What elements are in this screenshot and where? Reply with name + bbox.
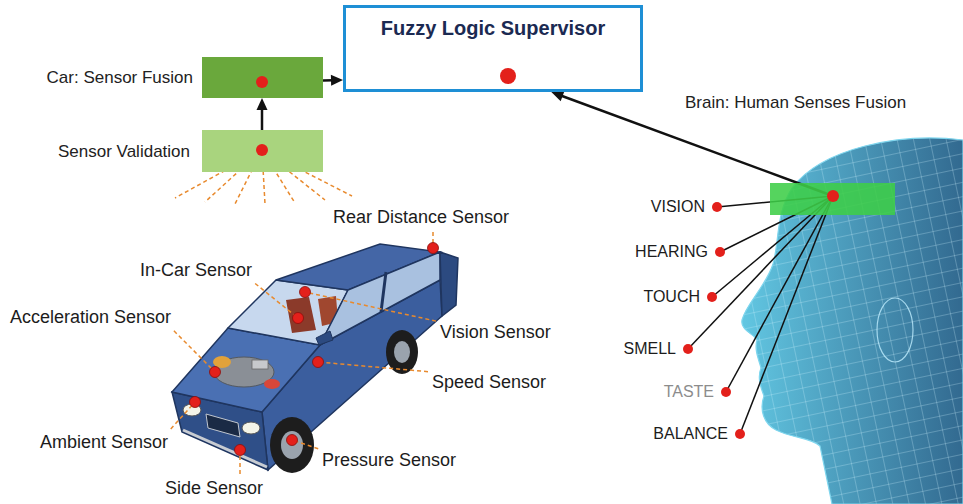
arrowhead xyxy=(257,98,268,110)
band-label: Brain: Human Senses Fusion xyxy=(685,92,906,113)
car-windshield xyxy=(228,280,348,345)
sensor-label: Ambient Sensor xyxy=(40,432,168,453)
sensor-label: Side Sensor xyxy=(165,478,263,499)
sense-dot xyxy=(683,344,693,354)
sensor-dot xyxy=(300,287,311,298)
car-pillar xyxy=(381,272,386,312)
car-mirror xyxy=(316,331,333,345)
brain-band: Brain: Human Senses Fusion xyxy=(770,183,895,215)
sensor-dot xyxy=(313,357,324,368)
sense-dots xyxy=(683,202,745,439)
box-title: Fuzzy Logic Supervisor xyxy=(346,8,640,40)
connector-line xyxy=(261,108,264,130)
car-engine-part xyxy=(252,360,268,369)
sense-label: HEARING xyxy=(635,242,708,262)
sense-label: TOUCH xyxy=(643,287,700,307)
sense-line xyxy=(688,196,833,349)
car-wheel xyxy=(386,330,418,374)
arrowhead xyxy=(551,91,564,101)
sensor-dot xyxy=(287,435,298,446)
sense-dot xyxy=(715,247,725,257)
car-rear xyxy=(440,252,458,316)
validation-band: Sensor Validation xyxy=(202,130,323,172)
sensor-dot xyxy=(190,397,201,408)
head-ear xyxy=(877,298,913,362)
band-label: Car: Sensor Fusion xyxy=(47,67,193,88)
sense-dot xyxy=(712,202,722,212)
leader-line xyxy=(174,331,215,372)
leader-line xyxy=(305,292,436,321)
sensor-dot xyxy=(210,367,221,378)
head-mesh xyxy=(742,138,963,504)
sensor-label: Pressure Sensor xyxy=(322,450,456,471)
fusion-point xyxy=(827,190,839,202)
head-illustration xyxy=(742,138,963,504)
fusion-point xyxy=(256,76,268,88)
car-engine-part xyxy=(264,379,280,389)
arrow-connector xyxy=(323,75,343,86)
sense-dot xyxy=(721,387,731,397)
sense-label: BALANCE xyxy=(653,424,728,444)
band-label: Sensor Validation xyxy=(58,141,190,162)
sensor-label: In-Car Sensor xyxy=(140,260,252,281)
sense-label: VISION xyxy=(651,197,705,217)
car-bumper xyxy=(183,430,267,467)
car-headlight xyxy=(242,422,260,434)
fusion-band: Car: Sensor Fusion xyxy=(202,57,323,98)
head-shape xyxy=(742,138,963,504)
sensor-dot xyxy=(235,445,246,456)
supervisor-box: Fuzzy Logic Supervisor xyxy=(343,5,643,92)
sensor-label: Speed Sensor xyxy=(432,372,546,393)
arrow-connector xyxy=(257,98,268,130)
sense-line xyxy=(726,196,833,392)
sensor-dot xyxy=(428,243,439,254)
car-hub xyxy=(281,431,303,459)
sense-label: TASTE xyxy=(664,382,714,402)
sensor-label: Rear Distance Sensor xyxy=(333,207,509,228)
car-hub xyxy=(394,341,410,363)
sensor-dot xyxy=(293,313,304,324)
car-grille xyxy=(206,414,240,437)
sensor-label: Vision Sensor xyxy=(440,322,551,343)
leader-line xyxy=(255,284,298,318)
car-seat xyxy=(286,297,316,333)
leader-line xyxy=(318,362,428,372)
arrowhead xyxy=(331,75,343,86)
sense-line xyxy=(740,196,833,434)
sense-dot xyxy=(735,429,745,439)
sensor-label: Acceleration Sensor xyxy=(10,307,171,328)
fusion-point xyxy=(256,144,268,156)
car-wheel xyxy=(270,417,314,473)
fusion-point xyxy=(500,68,516,84)
car-side-window xyxy=(320,252,440,345)
sense-label: SMELL xyxy=(624,339,676,359)
sense-dot xyxy=(707,292,717,302)
